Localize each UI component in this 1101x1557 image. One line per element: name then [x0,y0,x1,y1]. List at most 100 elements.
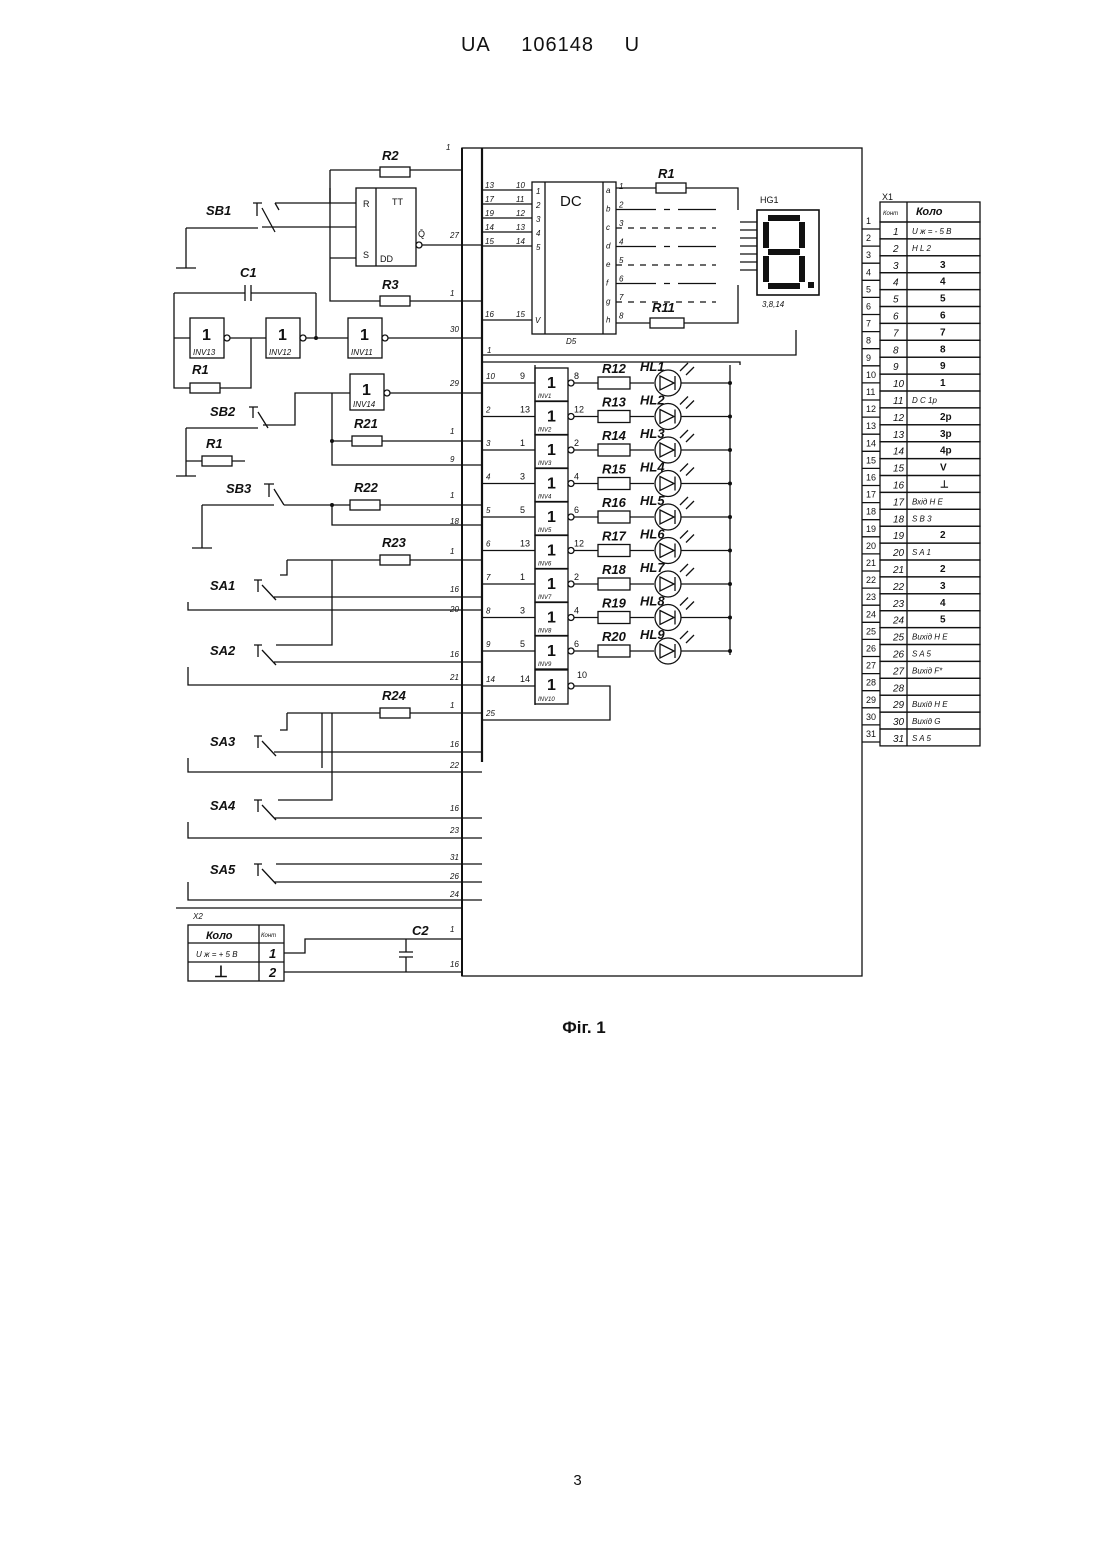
x1-row-circuit: Вхід H E [912,497,943,506]
x1-row-circuit: 8 [940,344,946,355]
x1-row-circuit: 3 [940,581,946,592]
x2-header-contact: Конт [261,933,276,939]
x1-outer-number: 2 [866,233,871,243]
r22-junction [330,503,334,507]
r23-label: R23 [382,535,407,550]
r1-sb2-label: R1 [206,436,223,451]
x1-row-number: 1 [893,227,899,238]
led-rays [680,363,694,375]
x1-row-number: 29 [892,700,905,711]
bus-label-27: 27 [449,231,459,240]
inv13-label: INV13 [193,348,216,357]
bus-label-24: 24 [449,890,459,899]
inv-gate-label: INV3 [538,461,552,467]
x1-row-number: 31 [893,734,904,745]
bus-label-1g: 1 [450,925,454,934]
c1-label: C1 [240,265,257,280]
led-rays [680,631,694,643]
x2-row1-circuit: U ж = + 5 В [196,950,238,959]
inv11-one: 1 [360,327,369,344]
dc-input-left: 14 [485,223,494,232]
r22-label: R22 [354,480,379,495]
led-resistor-label: R15 [602,462,627,477]
x1-outer-number: 23 [866,592,876,602]
r2-resistor [380,167,410,177]
x1-row-circuit: 4 [940,277,946,288]
r2-label: R2 [382,148,399,163]
x1-row-number: 14 [893,447,905,458]
inv-gate-label: INV6 [538,562,552,568]
x1-outer-number: 31 [866,729,876,739]
led-resistor [598,545,630,557]
inv10-bubble [568,683,574,689]
x2-row1-contact: 1 [269,946,276,961]
x1-outer-number: 11 [866,387,875,397]
x1-outer-number: 16 [866,473,876,483]
x1-outer-number: 5 [866,284,871,294]
x1-row-number: 5 [893,295,899,306]
dc-v-mid: 15 [516,310,525,319]
bus-label-16d: 16 [450,804,459,813]
led-resistor [598,444,630,456]
led-label: HL1 [640,359,665,374]
dc-input-pin: 2 [535,201,541,210]
x1-row-circuit: 7 [940,327,946,338]
x1-row-circuit: U ж = - 5 В [912,227,952,236]
dc-label: DC [560,193,582,210]
x1-outer-number: 20 [866,541,876,551]
r3-label: R3 [382,277,399,292]
bus-label-30: 30 [450,325,459,334]
r1-osc-resistor [190,383,220,393]
dc-input-mid: 10 [516,181,525,190]
inv10-label: INV10 [538,697,555,703]
r11-resistor [650,318,684,328]
display-dot [808,282,814,288]
x2-row2-contact: 2 [268,965,277,980]
hg1-pins: 3,8,14 [762,300,785,309]
dc-input-mid: 11 [516,195,524,204]
inv14-bubble [384,390,390,396]
d5-label: D5 [566,337,577,346]
inv-gate-label: INV5 [538,528,552,534]
x1-row-number: 26 [892,650,905,661]
inv-bus-pin: 4 [486,473,491,482]
dc-output-num: 8 [619,312,624,321]
r21-junction [330,439,334,443]
bus-label-9: 9 [450,455,455,464]
x1-row-number: 13 [893,430,905,441]
inv10-bottom-pin: 25 [485,709,495,718]
inv-out-pin: 6 [574,639,579,649]
inv10-in-pin: 14 [520,674,530,684]
x1-row-number: 27 [892,666,905,677]
x1-row-circuit: Вихід F* [912,666,943,675]
inv10-out-pin: 10 [577,670,587,680]
inv-gate-one: 1 [547,476,556,493]
x1-row-number: 4 [893,278,899,289]
led-resistor [598,411,630,423]
x1-row-circuit: H L 2 [912,244,932,253]
bus-label-23: 23 [449,826,459,835]
inv-in-pin: 9 [520,371,525,381]
r1-display-resistor [656,183,686,193]
x1-row-circuit: 2 [940,530,946,541]
r11-label: R11 [652,300,675,315]
x1-row-number: 18 [893,514,905,525]
x1-outer-number: 26 [866,644,876,654]
inv-in-pin: 13 [520,539,530,549]
x1-outer-number: 6 [866,302,871,312]
bus-label-21: 21 [449,673,459,682]
inv-bus-pin: 7 [486,573,491,582]
hg1-input-lines [740,222,757,270]
x1-outer-number: 21 [866,558,876,568]
x2-row2-circuit: ⊥ [214,964,228,981]
r1-display-wire [616,188,738,210]
x1-outer-number: 18 [866,507,876,517]
led-label: HL2 [640,393,665,408]
sa1-label: SA1 [210,578,235,593]
r24-wires [278,713,482,800]
sb1-wires [262,188,356,227]
inv11-bubble [382,335,388,341]
figure-caption: Фiг. 1 [0,1018,1101,1038]
x1-row-circuit: 4p [940,446,952,457]
x1-row-number: 12 [893,413,905,424]
